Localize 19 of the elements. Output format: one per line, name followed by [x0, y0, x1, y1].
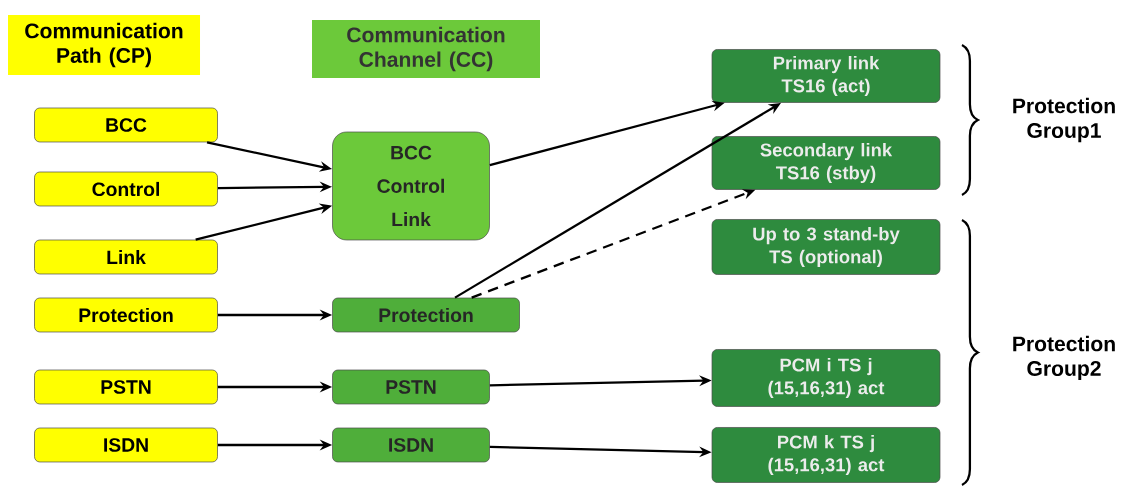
link-box: PCM k TS j (15,16,31) act — [711, 427, 941, 483]
path-box: ISDN — [34, 427, 218, 463]
channel-box: ISDN — [332, 427, 490, 463]
path-box: BCC — [34, 107, 218, 143]
path-box: Control — [34, 171, 218, 207]
header-box: Communication Channel (CC) — [312, 20, 540, 78]
channel-box: BCC Control Link — [332, 131, 490, 241]
group-label: Protection Group1 — [1013, 97, 1115, 143]
channel-box: PSTN — [332, 369, 490, 405]
link-box: Secondary link TS16 (stby) — [711, 136, 941, 190]
link-box: PCM i TS j (15,16,31) act — [711, 349, 941, 407]
path-box: Protection — [34, 297, 218, 333]
group-label: Protection Group2 — [1013, 335, 1115, 381]
channel-box: Protection — [332, 297, 520, 333]
header-box: Communication Path (CP) — [8, 15, 200, 75]
link-box: Primary link TS16 (act) — [711, 49, 941, 103]
path-box: Link — [34, 239, 218, 275]
path-box: PSTN — [34, 369, 218, 405]
link-box: Up to 3 stand-by TS (optional) — [711, 219, 941, 275]
